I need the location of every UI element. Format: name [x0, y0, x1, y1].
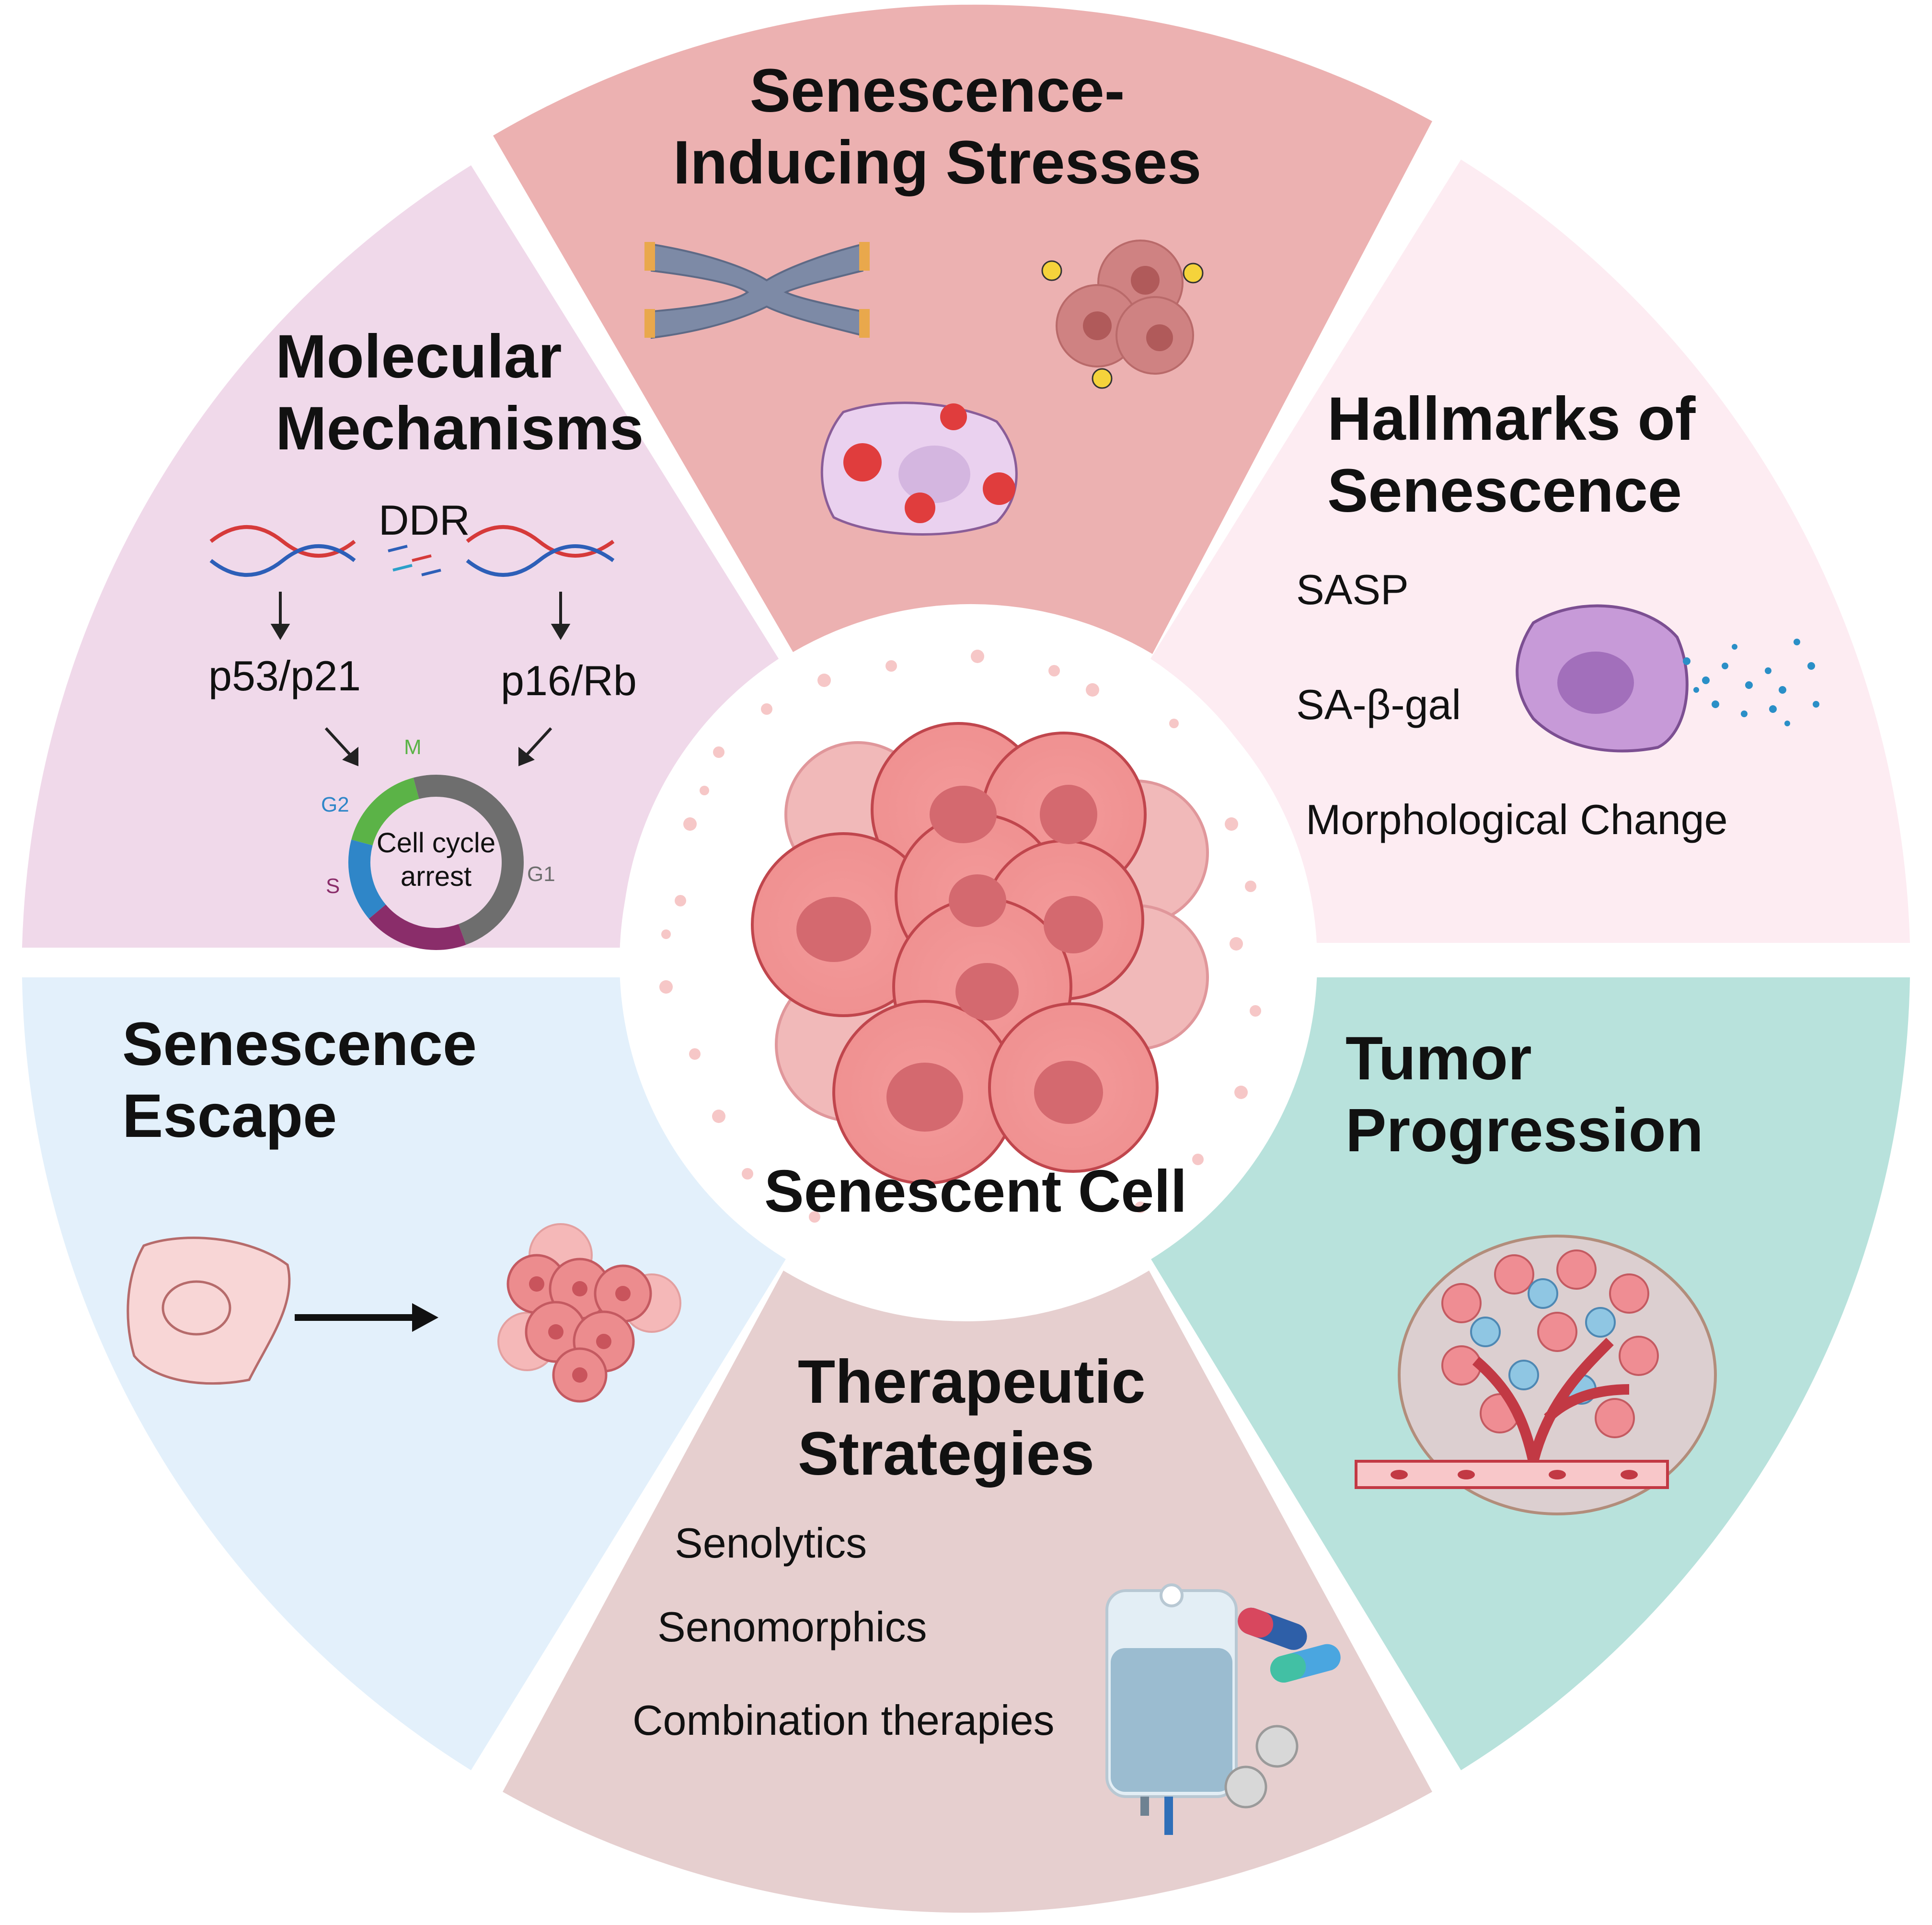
hallmark-item-sa-beta-gal: SA-β-gal: [1296, 681, 1461, 728]
cell-cycle-arc-s: [368, 904, 466, 950]
senescent-cell-cluster-icon: [751, 722, 1209, 1185]
pathway-arrows-icon: [270, 592, 571, 767]
center-label: Senescent Cell: [764, 1158, 1187, 1225]
cell-cycle-ring: [348, 775, 524, 950]
p53-p21-label: p53/p21: [208, 652, 361, 699]
hallmark-item-sasp: SASP: [1296, 566, 1409, 613]
phase-m-label: M: [404, 735, 422, 759]
sasp-secreting-cell-icon: [1516, 604, 1819, 753]
capsule-pills-icon: [1238, 1607, 1341, 1683]
phase-s-label: S: [326, 874, 340, 898]
tumor-vasculature-icon: [1355, 1235, 1717, 1515]
dna-damage-fragments-icon: [388, 545, 441, 576]
sector-senescence-inducing-stresses: [493, 4, 1432, 654]
stresses-title: Senescence- Inducing Stresses: [673, 57, 1202, 197]
sector-hallmarks-of-senescence: [1150, 160, 1910, 943]
therapy-item-senomorphics: Senomorphics: [657, 1603, 927, 1650]
escape-title: Senescence Escape: [122, 1010, 477, 1150]
tablet-pills-icon: [1224, 1725, 1299, 1809]
iv-bag-icon: [1105, 1583, 1238, 1835]
senescent-cell-escape-icon: [126, 1237, 291, 1385]
escape-arrow-icon: [295, 1303, 438, 1332]
p16-rb-label: p16/Rb: [501, 657, 637, 704]
cell-cycle-arc-g1: [413, 775, 524, 945]
hallmark-item-morphological-change: Morphological Change: [1306, 796, 1728, 843]
dna-helix-right-icon: [466, 525, 615, 577]
hallmarks-title: Hallmarks of Senescence: [1327, 385, 1696, 525]
phase-g1-label: G1: [527, 862, 555, 886]
sector-molecular-mechanisms: [22, 165, 779, 948]
dna-helix-left-icon: [209, 525, 356, 577]
irradiated-cells-icon: [1041, 240, 1204, 389]
cell-cycle-arc-g2: [348, 839, 386, 919]
sector-senescence-escape: [22, 977, 786, 1770]
therapy-item-combination-therapies: Combination therapies: [632, 1696, 1055, 1744]
therapy-item-senolytics: Senolytics: [675, 1519, 867, 1567]
ddr-label: DDR: [379, 496, 470, 544]
tumor-title: Tumor Progression: [1346, 1024, 1703, 1165]
cell-cycle-arc-m: [351, 778, 420, 846]
therapeutic-title: Therapeutic Strategies: [798, 1348, 1146, 1488]
ros-stressed-cell-icon: [820, 401, 1018, 536]
phase-g2-label: G2: [321, 793, 349, 816]
center-sasp-dots-icon: [659, 650, 1261, 1223]
proliferating-cells-icon: [497, 1223, 681, 1403]
molecular-title: Molecular Mechanisms: [276, 322, 644, 463]
chromosome-icon: [644, 242, 870, 339]
cell-cycle-center-label: Cell cycle arrest: [376, 827, 496, 892]
